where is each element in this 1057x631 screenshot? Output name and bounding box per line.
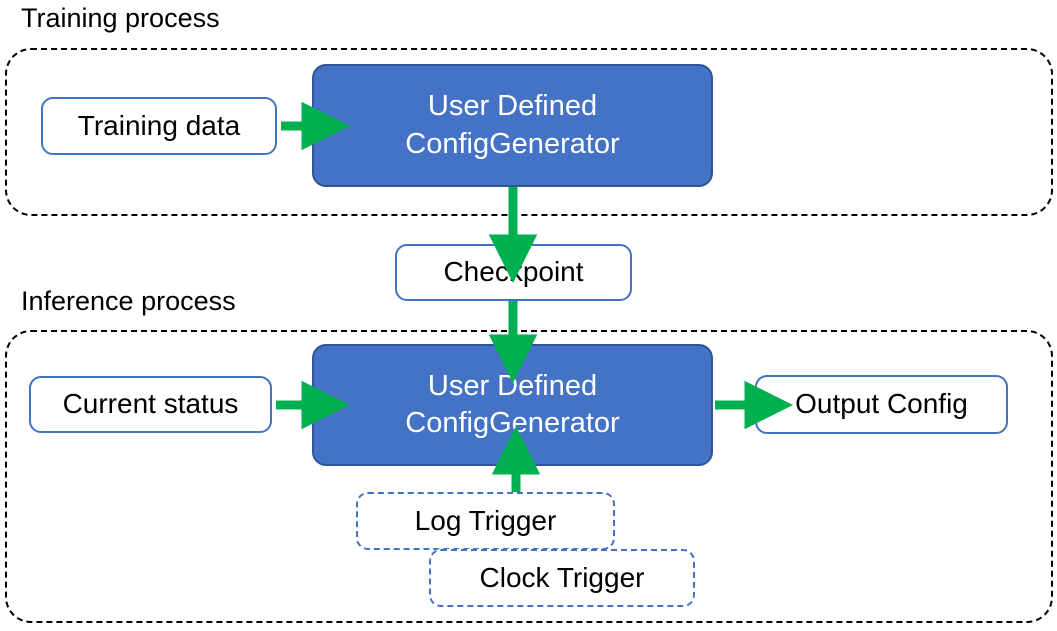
inference-process-group [5,330,1053,623]
node-current-status[interactable]: Current status [29,376,272,433]
node-log-trigger[interactable]: Log Trigger [356,492,615,550]
node-checkpoint[interactable]: Checkpoint [395,244,632,301]
node-training-config-generator[interactable]: User Defined ConfigGenerator [312,64,713,187]
node-clock-trigger[interactable]: Clock Trigger [429,549,695,607]
training-process-group [5,48,1053,216]
node-inference-config-generator-line2: ConfigGenerator [405,407,620,439]
node-training-config-generator-line2: ConfigGenerator [405,127,620,160]
node-training-config-generator-line1: User Defined [427,90,598,123]
node-inference-config-generator-line1: User Defined [427,369,598,402]
node-training-data[interactable]: Training data [41,97,277,155]
node-inference-config-generator[interactable]: User Defined ConfigGenerator [312,344,713,466]
training-section-caption: Training process [21,3,220,33]
node-output-config[interactable]: Output Config [755,375,1008,434]
inference-section-caption: Inference process [21,286,236,316]
